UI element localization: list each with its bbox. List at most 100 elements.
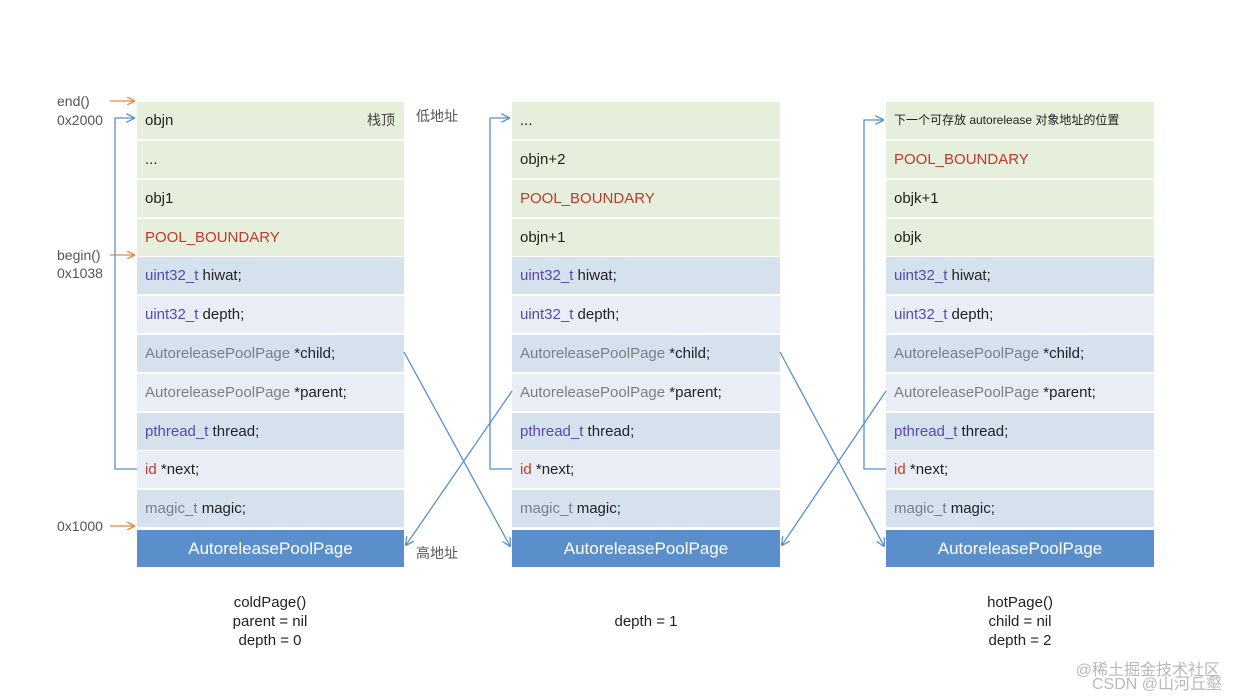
- parent-link-arrow-page2-to-page1: [406, 390, 513, 545]
- child-link-arrow-page1-to-page2: [403, 351, 510, 546]
- field-type: uint32_t: [520, 267, 574, 284]
- stack-row-pool-boundary: POOL_BOUNDARY: [512, 180, 780, 217]
- field-type: magic_t: [145, 500, 198, 517]
- page-header: AutoreleasePoolPage: [512, 530, 780, 567]
- field-thread: pthread_t thread;: [137, 413, 404, 450]
- field-name: magic;: [197, 500, 246, 517]
- field-parent: AutoreleasePoolPage *parent;: [137, 374, 404, 411]
- hot-page-caption: hotPage() child = nil depth = 2: [920, 593, 1120, 650]
- field-type: uint32_t: [894, 267, 948, 284]
- stack-top-note: 栈顶: [367, 112, 395, 128]
- stack-row-objk: objk: [886, 219, 1154, 256]
- field-child: AutoreleasePoolPage *child;: [137, 335, 404, 372]
- address-0x1000-label: 0x1000: [57, 518, 103, 534]
- end-label: end(): [57, 93, 90, 109]
- field-next: id *next;: [886, 451, 1154, 488]
- stack-row-objk-plus-1: objk+1: [886, 180, 1154, 217]
- field-name: depth;: [947, 306, 994, 323]
- high-address-label: 高地址: [416, 545, 458, 561]
- field-depth: uint32_t depth;: [512, 296, 780, 333]
- field-hiwat: uint32_t hiwat;: [137, 257, 404, 294]
- field-next: id *next;: [512, 451, 780, 488]
- field-next: id *next;: [137, 451, 404, 488]
- stack-row-text: objn: [145, 112, 174, 129]
- field-magic: magic_t magic;: [512, 490, 780, 527]
- field-type: pthread_t: [520, 423, 584, 440]
- child-link-arrow-page2-to-page3: [779, 351, 884, 546]
- field-child: AutoreleasePoolPage *child;: [886, 335, 1154, 372]
- address-0x2000-label: 0x2000: [57, 112, 103, 128]
- address-0x1038-label: 0x1038: [57, 265, 103, 281]
- field-name: *child;: [290, 345, 336, 362]
- field-type: uint32_t: [145, 267, 199, 284]
- stack-row-pool-boundary: POOL_BOUNDARY: [886, 141, 1154, 178]
- watermark-juejin: @稀土掘金技术社区: [1075, 662, 1220, 679]
- field-name: *next;: [156, 461, 200, 478]
- field-type: pthread_t: [894, 423, 958, 440]
- caption-line: child = nil: [988, 613, 1052, 630]
- begin-label: begin(): [57, 247, 101, 263]
- field-hiwat: uint32_t hiwat;: [512, 257, 780, 294]
- field-name: thread;: [208, 423, 260, 440]
- stack-row-ellipsis: ...: [137, 141, 404, 178]
- field-type: AutoreleasePoolPage: [145, 345, 291, 362]
- field-name: hiwat;: [947, 267, 991, 284]
- field-name: magic;: [572, 500, 621, 517]
- field-name: magic;: [946, 500, 995, 517]
- field-name: *parent;: [665, 384, 722, 401]
- stack-row-ellipsis: ...: [512, 102, 780, 139]
- field-name: *next;: [905, 461, 949, 478]
- field-type: pthread_t: [145, 423, 209, 440]
- next-pointer-arrow-page2: [489, 118, 512, 470]
- field-type: magic_t: [520, 500, 573, 517]
- field-type: id: [145, 461, 157, 478]
- page-header: AutoreleasePoolPage: [886, 530, 1154, 567]
- field-type: AutoreleasePoolPage: [894, 384, 1040, 401]
- field-type: id: [520, 461, 532, 478]
- field-thread: pthread_t thread;: [886, 413, 1154, 450]
- field-type: AutoreleasePoolPage: [145, 384, 291, 401]
- next-pointer-arrow-page1: [114, 118, 137, 470]
- field-parent: AutoreleasePoolPage *parent;: [886, 374, 1154, 411]
- field-type: uint32_t: [145, 306, 199, 323]
- stack-row-objn: objn 栈顶: [137, 102, 404, 139]
- field-type: AutoreleasePoolPage: [520, 384, 666, 401]
- next-pointer-arrow-page3: [863, 120, 886, 470]
- stack-row-objn-plus-1: objn+1: [512, 219, 780, 256]
- field-depth: uint32_t depth;: [886, 296, 1154, 333]
- cold-page-caption: coldPage() parent = nil depth = 0: [170, 593, 370, 650]
- field-name: *child;: [1039, 345, 1085, 362]
- field-name: depth;: [573, 306, 620, 323]
- field-type: uint32_t: [520, 306, 574, 323]
- field-name: thread;: [583, 423, 635, 440]
- field-depth: uint32_t depth;: [137, 296, 404, 333]
- stack-row-objn-plus-2: objn+2: [512, 141, 780, 178]
- field-type: magic_t: [894, 500, 947, 517]
- middle-page-caption: depth = 1: [546, 612, 746, 631]
- field-name: *next;: [531, 461, 575, 478]
- field-name: hiwat;: [573, 267, 617, 284]
- stack-row-obj1: obj1: [137, 180, 404, 217]
- caption-line: depth = 2: [988, 632, 1052, 649]
- field-name: *child;: [665, 345, 711, 362]
- field-thread: pthread_t thread;: [512, 413, 780, 450]
- caption-line: hotPage(): [987, 594, 1053, 611]
- field-magic: magic_t magic;: [886, 490, 1154, 527]
- field-type: AutoreleasePoolPage: [894, 345, 1040, 362]
- field-parent: AutoreleasePoolPage *parent;: [512, 374, 780, 411]
- watermark-csdn: CSDN @山河丘壑: [1091, 676, 1222, 693]
- field-name: thread;: [957, 423, 1009, 440]
- field-hiwat: uint32_t hiwat;: [886, 257, 1154, 294]
- field-magic: magic_t magic;: [137, 490, 404, 527]
- field-name: *parent;: [290, 384, 347, 401]
- caption-line: coldPage(): [233, 594, 307, 611]
- field-name: hiwat;: [198, 267, 242, 284]
- caption-line: depth = 0: [238, 632, 302, 649]
- field-child: AutoreleasePoolPage *child;: [512, 335, 780, 372]
- caption-line: depth = 1: [614, 613, 678, 630]
- field-type: id: [894, 461, 906, 478]
- low-address-label: 低地址: [416, 108, 458, 124]
- caption-line: parent = nil: [232, 613, 308, 630]
- page-header: AutoreleasePoolPage: [137, 530, 404, 567]
